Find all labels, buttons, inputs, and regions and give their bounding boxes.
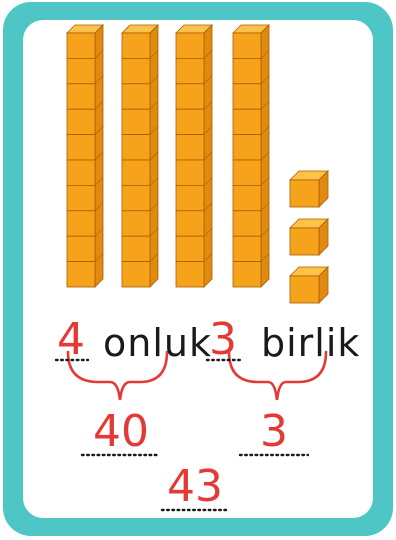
ten-rods-group <box>67 25 269 287</box>
ten-rod <box>233 25 269 287</box>
birlik-label: birlik <box>261 324 360 362</box>
ones-digit: 3 <box>206 318 240 362</box>
tens-value: 40 <box>82 410 160 454</box>
unit-cube <box>290 171 328 207</box>
tens-digit: 4 <box>54 318 88 362</box>
total-value: 43 <box>162 465 228 509</box>
onluk-label: onluk <box>103 324 212 362</box>
ones-value: 3 <box>240 410 308 454</box>
unit-cubes-group <box>290 171 328 303</box>
ten-rod <box>176 25 212 287</box>
unit-cube <box>290 267 328 303</box>
unit-cube <box>290 219 328 255</box>
ten-rod <box>122 25 158 287</box>
ten-rod <box>67 25 103 287</box>
